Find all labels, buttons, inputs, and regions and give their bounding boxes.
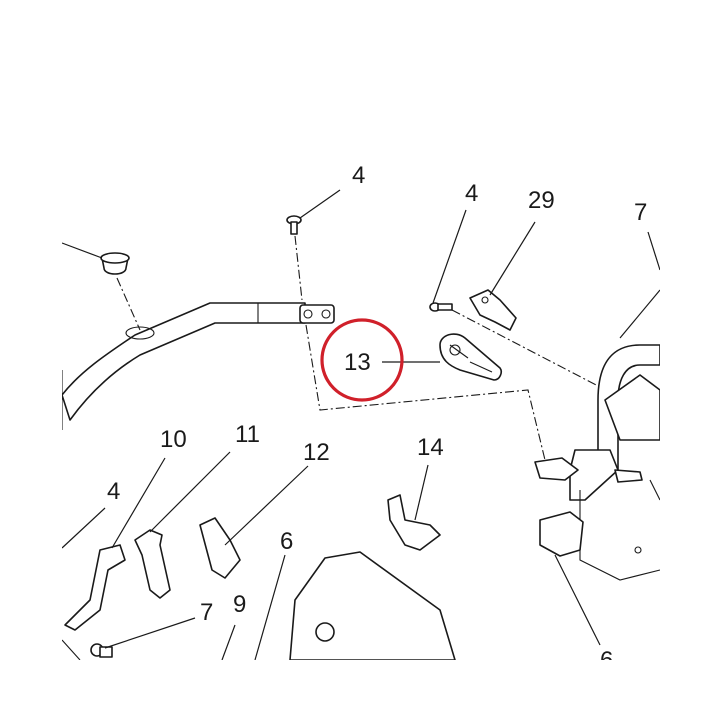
callout-4-top: 4 xyxy=(352,162,365,189)
leader-4b xyxy=(432,209,467,304)
leader-4c xyxy=(61,507,106,549)
rubber-grommet xyxy=(100,252,155,340)
leader-10 xyxy=(111,457,166,549)
arm-part-10 xyxy=(64,544,126,631)
mask-right xyxy=(660,0,720,720)
callout-labels: 4 4 29 7 13 10 11 12 14 4 6 7 9 6 xyxy=(107,162,647,674)
mask-left xyxy=(0,0,62,720)
edge-bottom-left xyxy=(61,639,81,661)
callout-10: 10 xyxy=(160,426,187,453)
callout-7-bolt: 7 xyxy=(200,599,213,626)
clip-part-13 xyxy=(439,333,502,381)
leader-4a xyxy=(299,189,341,219)
leader-6a xyxy=(254,554,286,661)
leader-12 xyxy=(224,465,309,546)
assembly-line-bracket xyxy=(451,309,626,401)
leader-7a xyxy=(647,231,661,271)
callout-6-cover: 6 xyxy=(280,528,293,555)
leader-right-frame xyxy=(619,289,661,339)
callout-7-right: 7 xyxy=(634,199,647,226)
callout-11: 11 xyxy=(235,421,260,448)
bracket-part-14 xyxy=(387,494,441,551)
callout-4-screw: 4 xyxy=(465,180,478,207)
callout-14: 14 xyxy=(417,434,444,461)
callout-12: 12 xyxy=(303,439,330,466)
leader-9 xyxy=(221,624,236,661)
leader-grommet xyxy=(61,242,103,259)
leader-11 xyxy=(149,451,231,533)
cover-part-6 xyxy=(289,551,456,661)
bolt-part xyxy=(286,215,302,235)
callout-29: 29 xyxy=(528,187,555,214)
leader-6b xyxy=(554,554,601,646)
bracket-part-29 xyxy=(469,289,517,331)
bracket-part-12 xyxy=(199,517,241,579)
bolt-part-7 xyxy=(90,643,113,658)
mask-bottom xyxy=(0,660,720,720)
assembly-line-bolt xyxy=(294,235,303,301)
callout-13: 13 xyxy=(344,349,371,376)
callout-4-left: 4 xyxy=(107,478,120,505)
assembly-line-frame xyxy=(305,324,546,461)
highlight-ring xyxy=(320,318,404,402)
clip-part-11 xyxy=(134,529,171,599)
frame-tube xyxy=(61,302,335,430)
assembly-line-grommet xyxy=(116,277,141,331)
callout-9: 9 xyxy=(233,591,246,618)
leader-7b xyxy=(104,617,196,649)
screw-part xyxy=(429,302,453,312)
frame-side-assembly xyxy=(534,344,661,581)
leader-29 xyxy=(489,221,536,296)
leader-14 xyxy=(414,464,429,521)
